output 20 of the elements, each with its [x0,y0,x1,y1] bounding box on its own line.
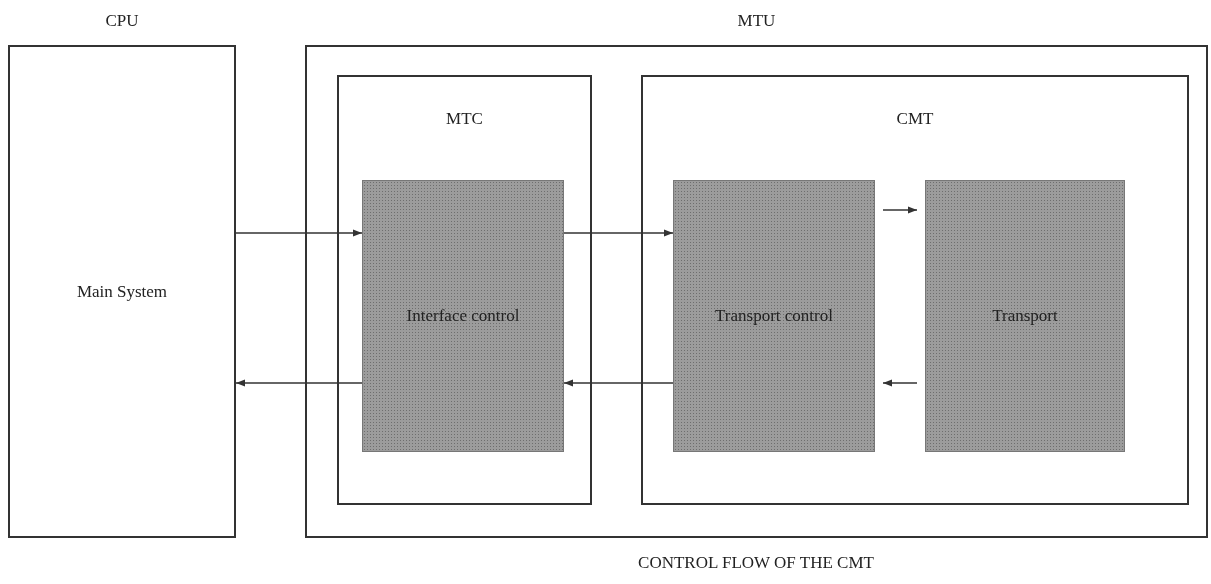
caption: CONTROL FLOW OF THE CMT [638,553,874,573]
box-label: Main System [76,281,168,302]
arrow [235,229,363,237]
box-heading: CMT [896,109,934,129]
shaded-process-box [925,180,1125,452]
box-label: Interface control [406,306,520,326]
arrow [563,229,674,237]
box-heading: MTC [446,109,483,129]
box-label: Transport control [715,306,833,326]
box-label: Transport [992,306,1058,326]
arrow [563,379,674,387]
arrow [882,206,918,214]
module-box [641,75,1189,505]
arrow [235,379,363,387]
shaded-process-box [673,180,875,452]
shaded-process-box [362,180,564,452]
box-heading: MTU [737,11,776,31]
box-heading: CPU [105,11,139,31]
module-box [337,75,592,505]
arrow [882,379,918,387]
